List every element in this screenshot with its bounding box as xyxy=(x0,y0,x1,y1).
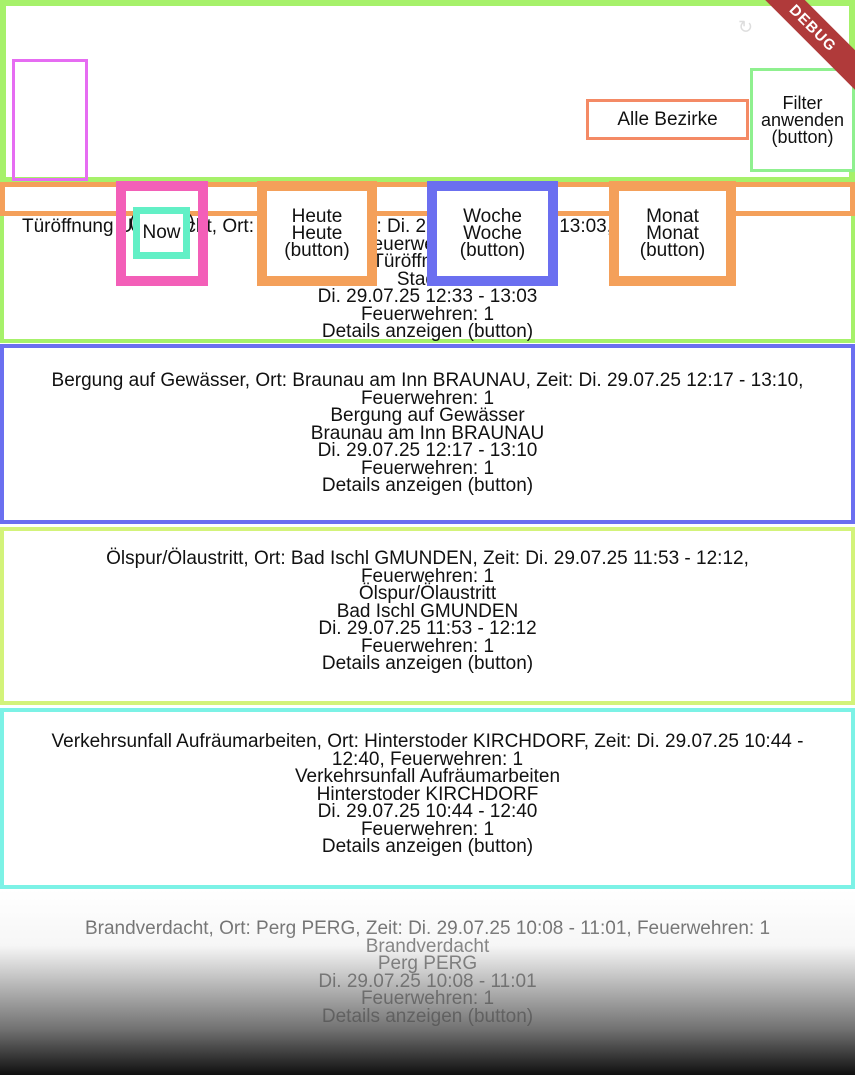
details-button[interactable]: Details anzeigen (button) xyxy=(321,321,534,342)
now-button-label: Now xyxy=(142,222,181,243)
filter-line-2: anwenden xyxy=(760,109,845,130)
month-line-3: (button) xyxy=(639,240,706,261)
item-time: Di. 29.07.25 10:44 - 12:40 xyxy=(317,801,538,822)
details-button[interactable]: Details anzeigen (button) xyxy=(321,836,534,857)
item-brigades: Feuerwehren: 1 xyxy=(360,818,495,840)
month-button[interactable]: Monat Monat (button) xyxy=(609,181,736,286)
filter-line-1: Filter xyxy=(782,92,823,113)
week-line-2: Woche xyxy=(463,223,522,244)
item-time: Di. 29.07.25 11:53 - 12:12 xyxy=(318,618,537,639)
today-line-3: (button) xyxy=(284,240,350,261)
item-summary: Feuerwehren: 1 xyxy=(360,387,495,409)
item-brigades: Feuerwehren: 1 xyxy=(360,303,495,325)
item-summary: Bergung auf Gewässer, Ort: Braunau am In… xyxy=(51,370,804,391)
app-header xyxy=(0,0,855,183)
details-button[interactable]: Details anzeigen (button) xyxy=(321,653,534,674)
week-button[interactable]: Woche Woche (button) xyxy=(427,181,558,286)
item-title: Bergung auf Gewässer xyxy=(330,405,525,426)
week-line-3: (button) xyxy=(459,240,526,261)
item-summary: Brandverdacht, Ort: Perg PERG, Zeit: Di.… xyxy=(84,918,771,939)
item-summary: 12:40, Feuerwehren: 1 xyxy=(331,748,524,770)
month-line-1: Monat xyxy=(646,206,699,227)
item-brigades: Feuerwehren: 1 xyxy=(360,457,495,479)
item-summary: Ölspur/Ölaustritt, Ort: Bad Ischl GMUNDE… xyxy=(106,548,749,569)
item-title: Ölspur/Ölaustritt xyxy=(358,583,497,604)
list-item[interactable]: Ölspur/Ölaustritt, Ort: Bad Ischl GMUNDE… xyxy=(0,527,855,705)
district-dropdown-label: Alle Bezirke xyxy=(617,108,718,130)
item-place: Hinterstoder KIRCHDORF xyxy=(316,783,539,805)
today-line-1: Heute xyxy=(291,206,343,227)
item-summary: Verkehrsunfall Aufräumarbeiten, Ort: Hin… xyxy=(51,731,804,752)
item-title: Verkehrsunfall Aufräumarbeiten xyxy=(294,766,561,787)
item-time: Di. 29.07.25 12:17 - 13:10 xyxy=(317,440,538,461)
details-button[interactable]: Details anzeigen (button) xyxy=(321,475,534,496)
today-button[interactable]: Heute Heute (button) xyxy=(257,181,377,286)
item-brigades: Feuerwehren: 1 xyxy=(360,635,495,657)
item-brigades: Feuerwehren: 1 xyxy=(360,988,495,1009)
item-place: Perg PERG xyxy=(377,953,478,974)
filter-line-3: (button) xyxy=(771,126,834,147)
item-place: Braunau am Inn BRAUNAU xyxy=(310,422,545,444)
list-item[interactable]: Bergung auf Gewässer, Ort: Braunau am In… xyxy=(0,344,855,524)
month-line-2: Monat xyxy=(646,223,699,244)
refresh-icon[interactable]: ↻ xyxy=(738,17,754,37)
item-time: Di. 29.07.25 12:33 - 13:03 xyxy=(317,286,538,307)
list-item[interactable]: Verkehrsunfall Aufräumarbeiten, Ort: Hin… xyxy=(0,708,855,889)
today-line-2: Heute xyxy=(291,223,343,244)
item-summary: Feuerwehren: 1 xyxy=(360,565,495,587)
logo-placeholder xyxy=(12,59,88,181)
week-line-1: Woche xyxy=(463,206,522,227)
now-button[interactable]: Now xyxy=(133,207,190,259)
item-place: Bad Ischl GMUNDEN xyxy=(336,600,519,622)
list-item[interactable]: Brandverdacht, Ort: Perg PERG, Zeit: Di.… xyxy=(0,890,855,1075)
details-button[interactable]: Details anzeigen (button) xyxy=(321,1005,534,1027)
now-button-outline[interactable] xyxy=(116,181,208,286)
apply-filter-button[interactable]: Filter anwenden (button) xyxy=(750,68,855,172)
district-dropdown[interactable]: Alle Bezirke xyxy=(586,99,749,140)
